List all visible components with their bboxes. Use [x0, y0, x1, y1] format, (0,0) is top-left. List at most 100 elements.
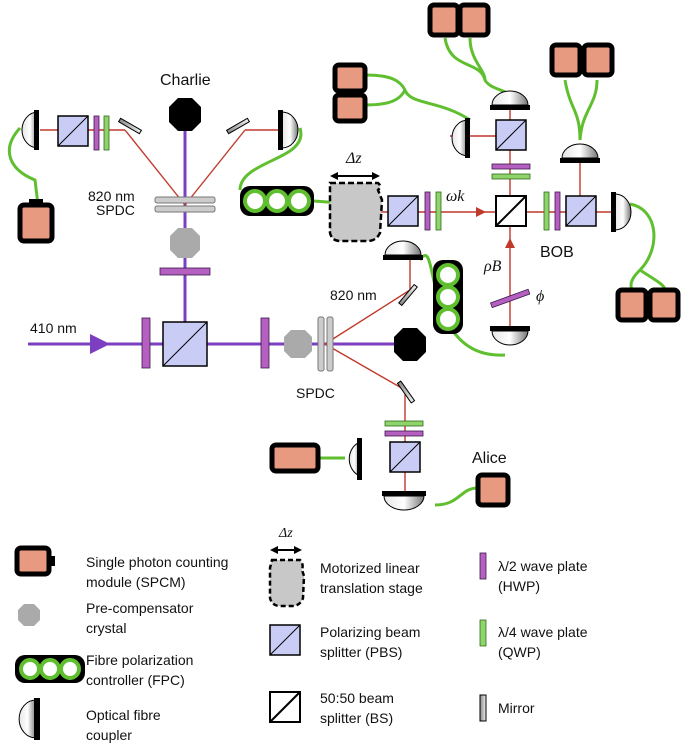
coupler-alice-bottom: [382, 491, 426, 511]
beam-splitter-50-50: [495, 195, 527, 227]
legend-mirror-label: Mirror: [498, 700, 535, 716]
spcm-detector-bob-top-left: [332, 62, 368, 94]
coupler-charlie-right: [278, 110, 299, 150]
fpc-mid: [433, 260, 463, 334]
legend-bs-line-2: splitter (BS): [320, 710, 394, 726]
legend-spcm-line-2: module (SPCM): [86, 574, 186, 590]
legend-pbs-line-1: Polarizing beam: [320, 624, 421, 640]
beam-dump-pump: [394, 328, 426, 361]
spcm-detectors: [17, 2, 681, 508]
phase-plate-phi: [490, 288, 531, 309]
legend-symbols: [14, 545, 487, 740]
label-alice: Alice: [472, 450, 507, 467]
legend-bs-icon: [269, 691, 301, 723]
legend-stage-line-2: translation stage: [320, 580, 423, 596]
label-pump-wavelength: 410 nm: [30, 320, 77, 336]
legend-spcm-icon: [14, 545, 55, 577]
legend-stage-line-1: Motorized linear: [320, 560, 420, 576]
label-wavelength-top: 820 nm: [88, 188, 135, 204]
legend-stage: Motorized linear translation stage: [320, 558, 423, 598]
quarter-wave-plates: [103, 115, 550, 427]
legend-mirror-icon: [479, 694, 487, 722]
spdc-crystal-top: [154, 196, 216, 213]
legend-delta-z-label: Δz: [279, 526, 293, 541]
legend-stage-icon: [268, 558, 306, 608]
spcm-detector-bob-right-1: [615, 287, 649, 323]
spcm-detector-alice-left: [269, 442, 321, 474]
legend-precompensator: Pre-compensator crystal: [86, 598, 193, 638]
pbs-charlie-left: [57, 115, 89, 147]
hwp-bob-top: [491, 163, 531, 170]
fibre-couplers: [21, 90, 632, 511]
pbs-pump: [162, 321, 208, 367]
precompensator-top: [170, 228, 200, 258]
legend-bs: 50:50 beam splitter (BS): [320, 688, 394, 728]
half-wave-plates: [93, 115, 561, 437]
mirror-mid: [398, 283, 418, 307]
pump-arrow-icon: [90, 334, 110, 354]
label-charlie: Charlie: [160, 72, 211, 89]
legend-coupler-line-2: coupler: [86, 727, 132, 743]
qwp-alice: [384, 420, 424, 427]
pbs-bob-top: [495, 119, 527, 151]
legend-pbs: Polarizing beam splitter (PBS): [320, 622, 420, 662]
label-spdc-bottom: SPDC: [296, 385, 335, 401]
coupler-alice-left: [348, 438, 362, 480]
spcm-detector-charlie: [17, 199, 55, 244]
qwp-bob-path: [435, 191, 442, 231]
hwp-charlie-left: [93, 115, 100, 151]
spcm-detector-bob-right-top-1: [549, 42, 583, 78]
legend-qwp-icon: [479, 619, 487, 647]
translation-stage: [328, 181, 384, 243]
legend-precomp-line-1: Pre-compensator: [86, 600, 194, 616]
spdc-crystal-bottom: [317, 316, 334, 372]
legend-hwp: λ/2 wave plate (HWP): [498, 556, 588, 596]
legend-fpc-line-1: Fibre polarization: [86, 652, 194, 668]
qwp-charlie-left: [103, 115, 110, 151]
legend-precomp-line-2: crystal: [86, 620, 127, 636]
hwp-alice: [384, 430, 424, 437]
fpc-charlie: [240, 186, 314, 216]
legend-hwp-icon: [479, 552, 487, 580]
coupler-bob-left: [451, 118, 470, 158]
spcm-detector-bob-top-1: [427, 2, 461, 38]
pbs-bob-path: [387, 195, 419, 227]
label-rho-b: ρB: [484, 258, 502, 275]
qwp-bob-top: [491, 173, 531, 180]
mirror-charlie-right: [225, 117, 251, 135]
hwp-pump-1: [141, 317, 151, 369]
legend-spcm-line-1: Single photon counting: [86, 554, 229, 570]
precompensator-bottom: [284, 330, 312, 358]
legend-coupler-icon: [18, 698, 40, 740]
legend-hwp-line-2: (HWP): [498, 578, 540, 594]
hwp-bob-path: [424, 191, 431, 231]
legend-coupler-line-1: Optical fibre: [86, 707, 161, 723]
legend-fpc-line-2: controller (FPC): [86, 672, 185, 688]
mirrors: [117, 117, 418, 404]
hwp-pump-vertical: [159, 267, 211, 276]
legend-pbs-icon: [269, 624, 301, 656]
legend-hwp-line-1: λ/2 wave plate: [498, 558, 588, 574]
coupler-charlie-left: [21, 110, 39, 150]
legend-bs-line-1: 50:50 beam: [320, 690, 394, 706]
legend-qwp-line-1: λ/4 wave plate: [498, 624, 588, 640]
coupler-bob-right-top: [560, 143, 600, 163]
legend-pbs-line-2: splitter (PBS): [320, 644, 403, 660]
spcm-detector-bob-top-2: [457, 2, 491, 38]
coupler-rho-b: [490, 326, 530, 346]
spcm-detector-bob-top-left-2: [332, 92, 368, 124]
spcm-detector-bob-right-top-2: [581, 42, 615, 78]
coupler-mid-top: [383, 240, 423, 260]
coupler-bob-right: [611, 192, 632, 232]
mirror-charlie-left: [117, 117, 143, 135]
label-bob: BOB: [540, 244, 574, 261]
coupler-bob-top: [490, 90, 530, 110]
spcm-detector-bob-right-2: [647, 287, 681, 323]
delta-z-arrow-icon: [330, 172, 380, 180]
beam-dump-charlie: [169, 98, 201, 131]
polarizing-beam-splitters: [57, 115, 597, 473]
label-omega-k: ωk: [446, 188, 465, 205]
qwp-bob-right: [543, 191, 550, 231]
label-delta-z: Δz: [346, 150, 362, 167]
spcm-detector-alice-right: [475, 472, 511, 508]
